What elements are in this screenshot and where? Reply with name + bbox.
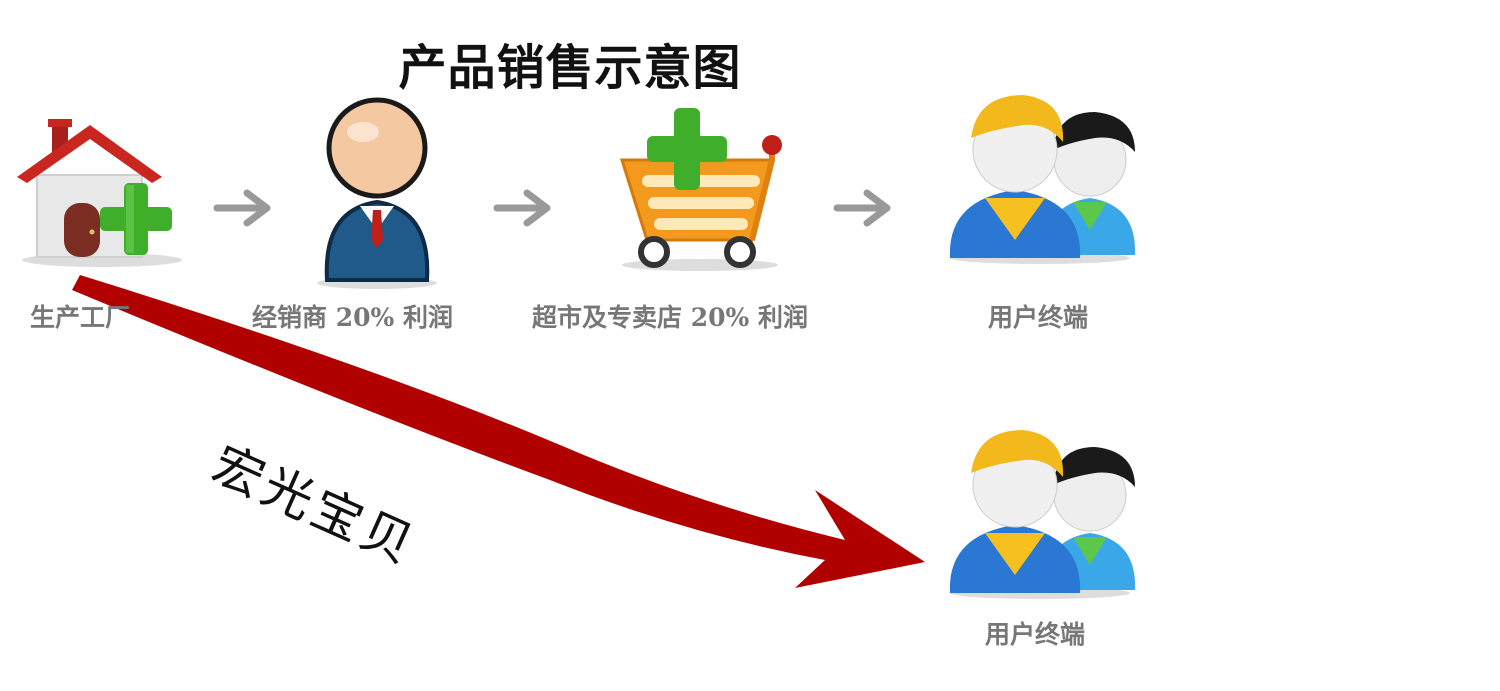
users-icon xyxy=(949,95,1136,264)
flow-arrow-icon xyxy=(493,189,551,227)
node-label-retail: 超市及专卖店 20% 利润 xyxy=(532,303,808,332)
users-icon xyxy=(949,430,1136,599)
node-label-end-user-top: 用户终端 xyxy=(988,303,1089,332)
flow-arrow-icon xyxy=(833,189,891,227)
node-label-distributor: 经销商 20% 利润 xyxy=(252,303,453,332)
shopping-cart-icon xyxy=(619,108,782,271)
flow-arrow-icon xyxy=(213,189,271,227)
node-label-end-user-bottom: 用户终端 xyxy=(985,620,1086,649)
diagram-title: 产品销售示意图 xyxy=(398,40,742,96)
node-label-factory: 生产工厂 xyxy=(30,303,131,332)
businessman-icon xyxy=(317,97,437,289)
factory-house-icon xyxy=(17,119,182,267)
